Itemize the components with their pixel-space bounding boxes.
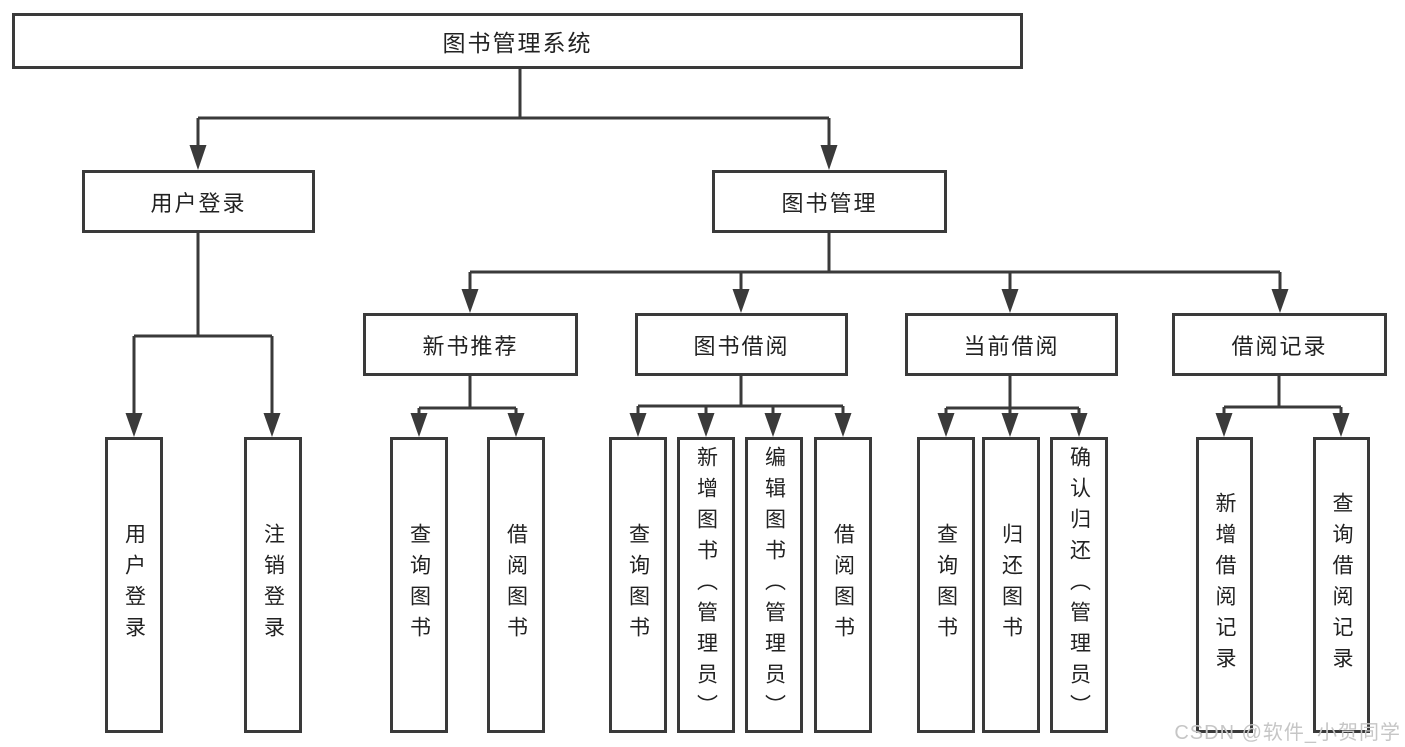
leaf-add-borrowing-record: 新增借阅记录 <box>1196 437 1253 733</box>
leaf-borrow-books-1-label: 借阅图书 <box>504 523 528 647</box>
node-new-book-recommendation: 新书推荐 <box>363 313 578 376</box>
leaf-edit-books-admin: 编辑图书（管理员） <box>745 437 803 733</box>
node-book-borrowing-label: 图书借阅 <box>693 333 790 359</box>
leaf-logout-label: 注销登录 <box>261 523 285 647</box>
leaf-add-books-admin-label: 新增图书（管理员） <box>694 445 718 725</box>
leaf-return-books-label: 归还图书 <box>999 523 1023 647</box>
leaf-borrow-books-2-label: 借阅图书 <box>831 523 855 647</box>
leaf-user-login-label: 用户登录 <box>122 523 146 647</box>
leaf-borrow-books-1: 借阅图书 <box>487 437 545 733</box>
node-book-management-label: 图书管理 <box>781 190 878 216</box>
leaf-query-books-2-label: 查询图书 <box>626 523 650 647</box>
node-borrowing-records-label: 借阅记录 <box>1231 333 1328 359</box>
leaf-add-books-admin: 新增图书（管理员） <box>677 437 735 733</box>
leaf-query-borrowing-record: 查询借阅记录 <box>1313 437 1370 733</box>
leaf-confirm-return-admin-label: 确认归还（管理员） <box>1067 445 1091 725</box>
leaf-borrow-books-2: 借阅图书 <box>814 437 872 733</box>
leaf-logout: 注销登录 <box>244 437 302 733</box>
node-book-borrowing: 图书借阅 <box>635 313 848 376</box>
leaf-return-books: 归还图书 <box>982 437 1040 733</box>
node-user-login-label: 用户登录 <box>150 190 247 216</box>
leaf-user-login: 用户登录 <box>105 437 163 733</box>
node-book-management: 图书管理 <box>712 170 947 233</box>
leaf-query-books-1: 查询图书 <box>390 437 448 733</box>
leaf-edit-books-admin-label: 编辑图书（管理员） <box>762 445 786 725</box>
node-current-borrowing-label: 当前借阅 <box>963 333 1060 359</box>
node-new-book-recommendation-label: 新书推荐 <box>422 333 519 359</box>
node-library-management-system: 图书管理系统 <box>12 13 1023 69</box>
node-user-login: 用户登录 <box>82 170 315 233</box>
leaf-query-books-2: 查询图书 <box>609 437 667 733</box>
node-library-management-system-label: 图书管理系统 <box>442 30 593 56</box>
leaf-query-books-3: 查询图书 <box>917 437 975 733</box>
leaf-query-books-3-label: 查询图书 <box>934 523 958 647</box>
csdn-watermark: CSDN @软件_小贺同学 <box>1174 722 1401 744</box>
node-borrowing-records: 借阅记录 <box>1172 313 1387 376</box>
leaf-query-books-1-label: 查询图书 <box>407 523 431 647</box>
leaf-query-borrowing-record-label: 查询借阅记录 <box>1330 492 1353 678</box>
node-current-borrowing: 当前借阅 <box>905 313 1118 376</box>
leaf-confirm-return-admin: 确认归还（管理员） <box>1050 437 1108 733</box>
leaf-add-borrowing-record-label: 新增借阅记录 <box>1213 492 1236 678</box>
